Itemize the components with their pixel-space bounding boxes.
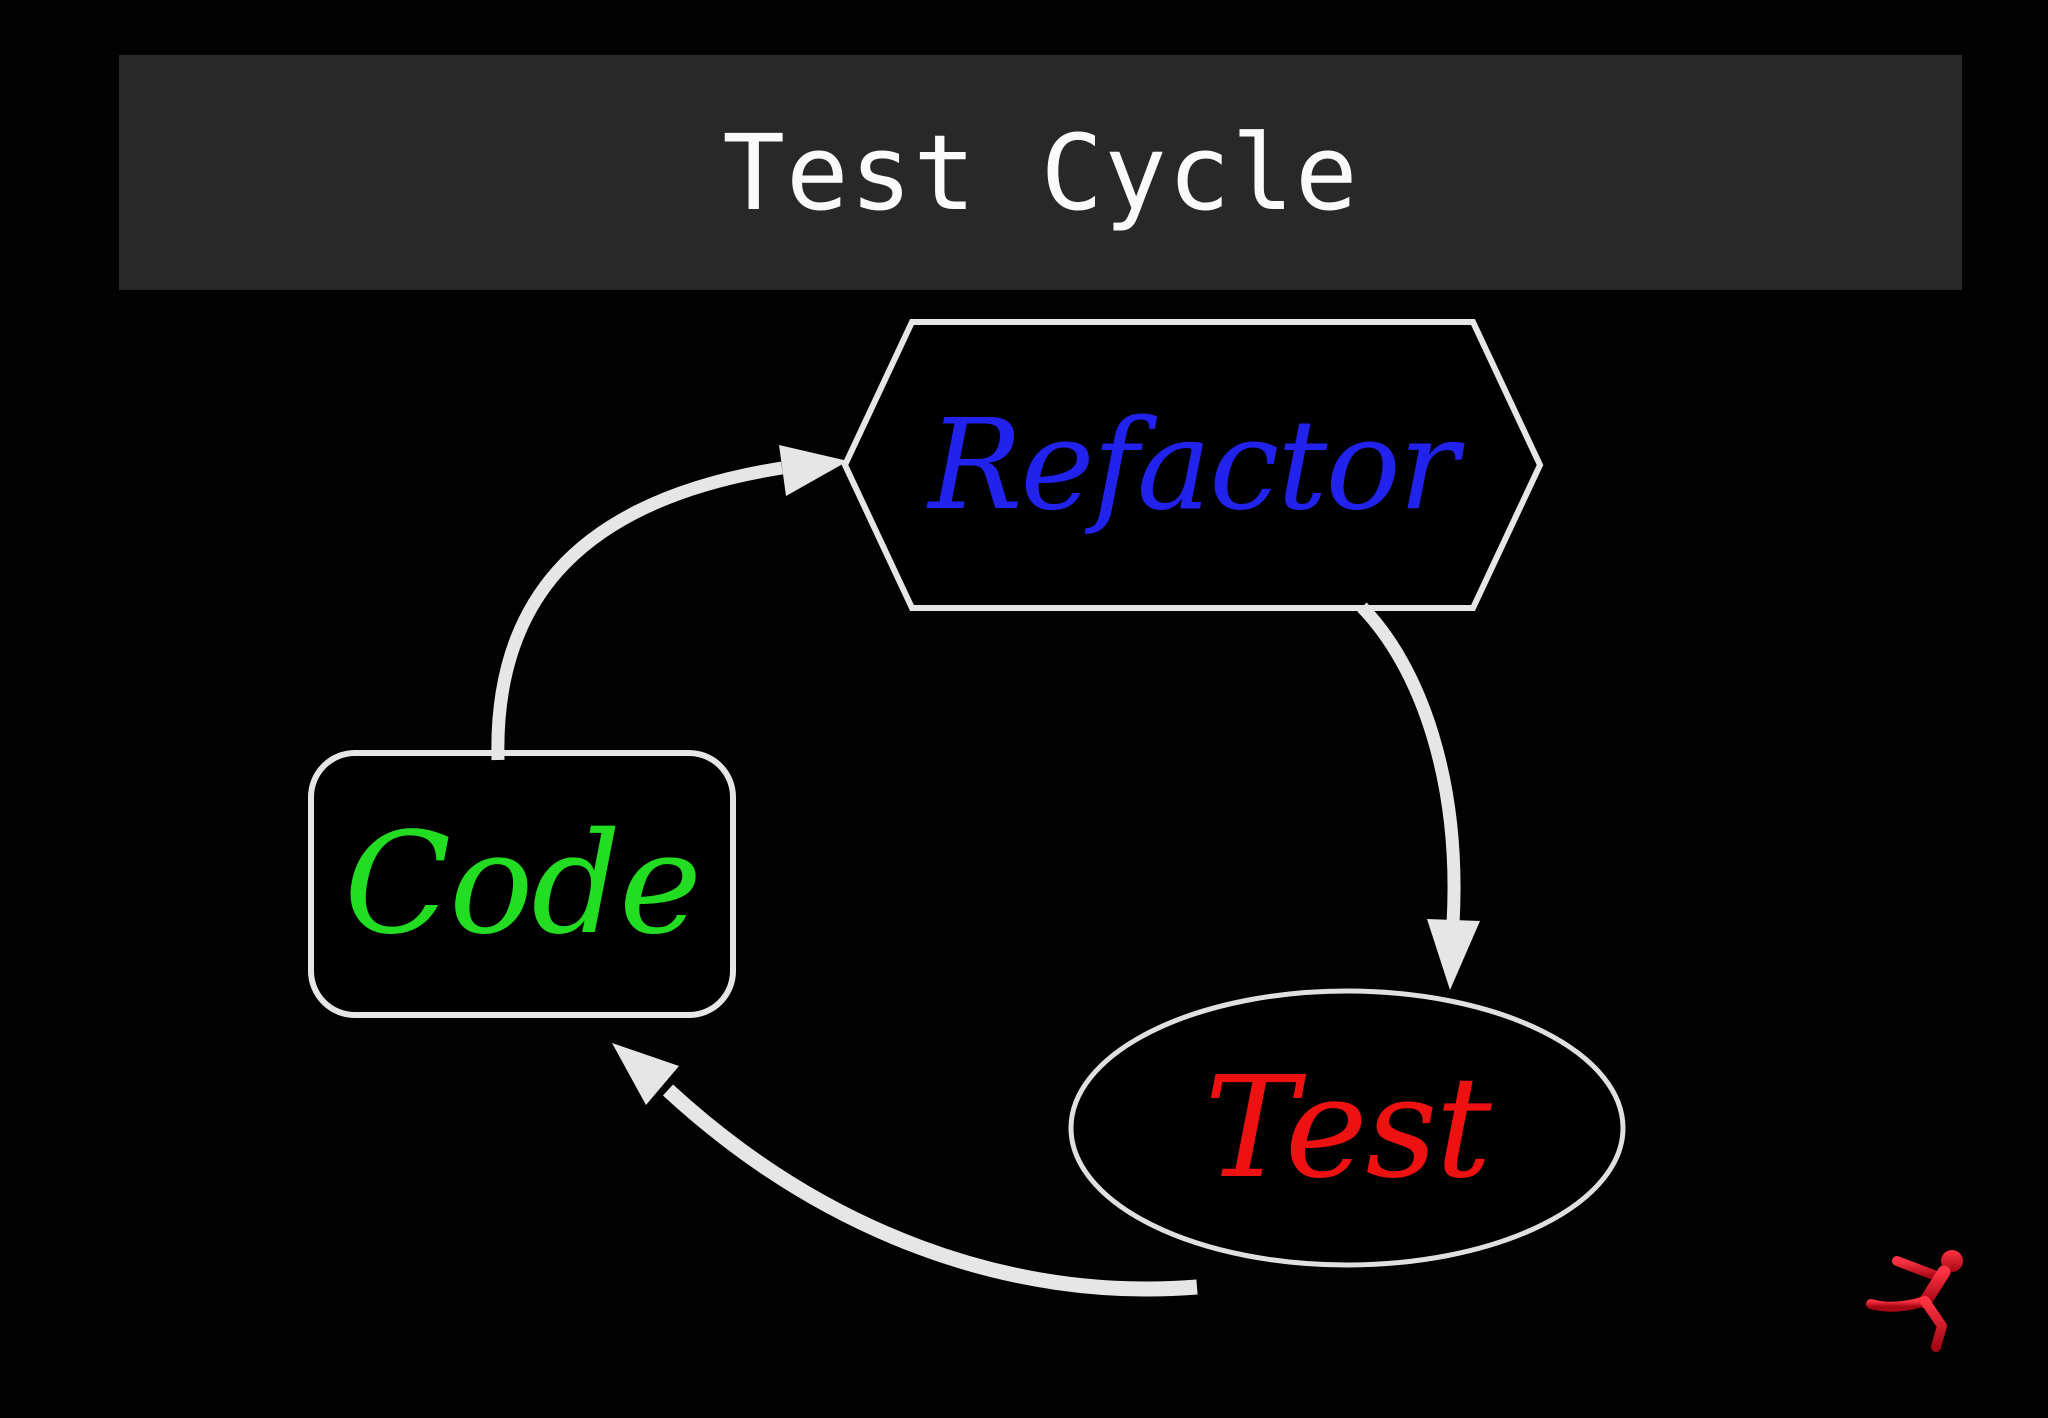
edge-curve xyxy=(662,1084,1198,1297)
title-bar: Test Cycle xyxy=(119,55,1962,290)
ellipse-shape-test xyxy=(1068,988,1626,1268)
logo-back-leg xyxy=(1866,1296,1930,1312)
logo-arm xyxy=(1892,1256,1944,1282)
running-figure-logo xyxy=(1866,1250,1963,1352)
edge-refactor-to-test xyxy=(1357,602,1480,990)
arrowhead-icon xyxy=(1427,919,1480,990)
rounded-rect-shape-code xyxy=(308,750,736,1018)
edge-curve xyxy=(1357,602,1461,925)
logo-torso xyxy=(1918,1265,1951,1309)
logo-front-leg xyxy=(1920,1296,1947,1352)
edge-curve xyxy=(491,461,784,761)
hexagon-shape-refactor xyxy=(841,319,1544,611)
arrowhead-icon xyxy=(612,1043,679,1105)
edge-test-to-code xyxy=(612,1043,1198,1297)
slide-title: Test Cycle xyxy=(722,111,1359,234)
arrowhead-icon xyxy=(779,445,848,496)
edge-code-to-refactor xyxy=(491,445,848,761)
